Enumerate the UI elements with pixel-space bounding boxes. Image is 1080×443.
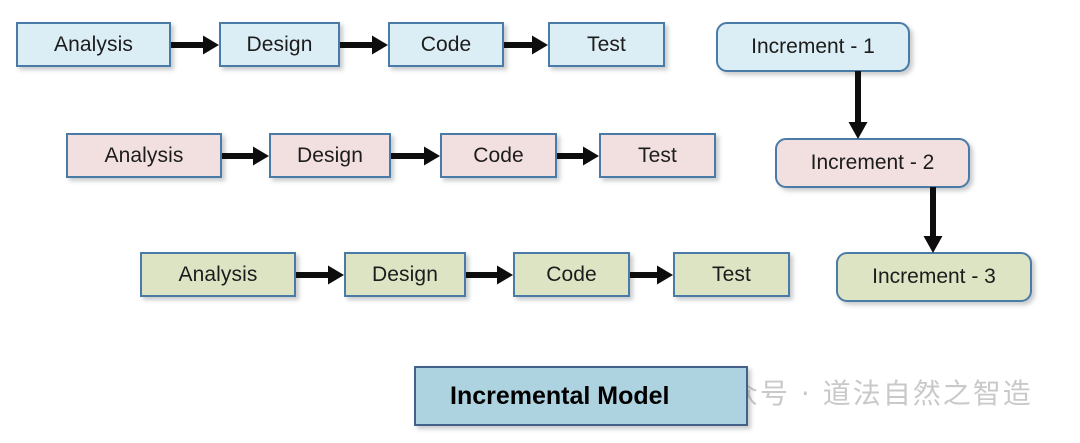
flow-arrow-increment-2-3-icon [557, 143, 599, 169]
phase-box-increment-2-code[interactable]: Code [440, 133, 557, 178]
phase-box-increment-2-design[interactable]: Design [269, 133, 391, 178]
phase-box-increment-1-test[interactable]: Test [548, 22, 665, 67]
flow-arrow-increment-3-2-icon [466, 262, 513, 288]
phase-box-increment-1-code[interactable]: Code [388, 22, 504, 67]
phase-box-increment-3-test[interactable]: Test [673, 252, 790, 297]
flow-arrow-increment-1-2-icon [340, 32, 388, 58]
flow-arrow-increment-3-3-icon [630, 262, 673, 288]
phase-box-increment-3-code[interactable]: Code [513, 252, 630, 297]
flow-arrow-increment-1-3-icon [504, 32, 548, 58]
phase-box-increment-1-design[interactable]: Design [219, 22, 340, 67]
phase-box-increment-3-analysis[interactable]: Analysis [140, 252, 296, 297]
flow-arrow-increment-3-1-icon [296, 262, 344, 288]
phase-box-increment-3-design[interactable]: Design [344, 252, 466, 297]
flow-arrow-increment-1-1-icon [171, 32, 219, 58]
increment-arrow-2-icon [920, 187, 946, 253]
phase-box-increment-1-analysis[interactable]: Analysis [16, 22, 171, 67]
diagram-title-box: Incremental Model [414, 366, 748, 426]
increment-box-1[interactable]: Increment - 1 [716, 22, 910, 72]
watermark-text: 公众号 · 道法自然之智造 [700, 377, 1033, 410]
increment-arrow-1-icon [845, 71, 871, 139]
phase-box-increment-2-test[interactable]: Test [599, 133, 716, 178]
flow-arrow-increment-2-2-icon [391, 143, 440, 169]
increment-box-3[interactable]: Increment - 3 [836, 252, 1032, 302]
flow-arrow-increment-2-1-icon [222, 143, 269, 169]
phase-box-increment-2-analysis[interactable]: Analysis [66, 133, 222, 178]
increment-box-2[interactable]: Increment - 2 [775, 138, 970, 188]
diagram-title-label: Incremental Model [450, 381, 670, 410]
